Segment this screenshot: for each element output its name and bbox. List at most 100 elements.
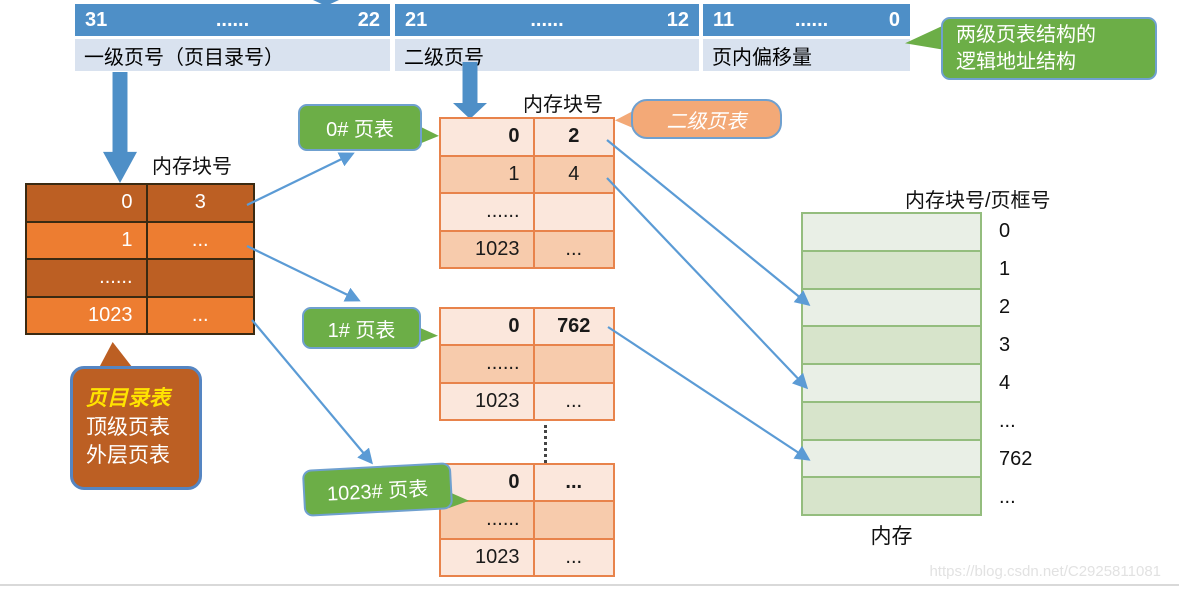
down-arrow-icon <box>103 72 137 183</box>
page-number-cell: ...... <box>441 194 535 230</box>
callout-title: 页目录表 <box>86 386 170 410</box>
memory-table <box>801 212 982 516</box>
page-number-cell: 1023 <box>27 297 148 333</box>
memory-row-label: 4 <box>999 371 1011 394</box>
table-row: 1023 ... <box>441 537 613 575</box>
bit-high: 11 <box>713 8 735 31</box>
block-number-cell <box>535 346 614 381</box>
block-number-cell: ... <box>565 545 583 568</box>
callout-tail-icon <box>418 327 438 343</box>
bit-field-section-2: 21 ...... 12 <box>395 4 699 36</box>
memory-row-label: 0 <box>999 219 1011 242</box>
memory-row <box>803 287 980 326</box>
page-table-1: 0 762 ...... 1023 ... <box>439 307 615 421</box>
block-number-cell <box>148 260 254 296</box>
ellipsis-dotted-line <box>544 425 547 463</box>
table-row: 0 2 <box>441 119 613 155</box>
bit-low: 0 <box>888 8 900 31</box>
memory-block-header: 内存块号 <box>152 156 232 178</box>
table-row: 1 ... <box>27 220 253 258</box>
connector-arrow-pt0r1-to-mem4 <box>606 177 809 390</box>
logical-address-callout: 两级页表结构的 逻辑地址结构 <box>941 17 1157 80</box>
second-level-page-table-callout: 二级页表 <box>631 99 782 139</box>
callout-tail-icon <box>98 342 134 369</box>
connector-arrow-dir1-to-pt1 <box>246 245 361 302</box>
callout-tail-icon <box>419 126 439 144</box>
table-row: 1023 ... <box>27 295 253 333</box>
page-number-cell: 1023 <box>441 539 535 575</box>
memory-row-label: ... <box>999 409 1016 432</box>
page-number-cell: ...... <box>441 502 535 538</box>
table-row: ...... <box>441 192 613 230</box>
block-number-cell: ... <box>565 471 583 494</box>
callout-line: 两级页表结构的 <box>956 23 1096 46</box>
table-row: ...... <box>441 344 614 382</box>
block-number-cell: 762 <box>557 315 591 338</box>
table-row: 0 ... <box>441 465 613 501</box>
field-label-text: 页内偏移量 <box>712 46 812 69</box>
field-label-level2: 二级页号 <box>395 39 699 71</box>
down-arrow-tip-icon <box>313 0 339 5</box>
field-label-level1: 一级页号（页目录号） <box>75 39 390 71</box>
page-directory-table: 0 3 1 ... ...... 1023 ... <box>25 183 255 335</box>
page-table-1-callout: 1# 页表 <box>302 307 421 349</box>
page-number-cell: 1023 <box>441 383 535 419</box>
memory-row <box>803 400 980 439</box>
page-number-cell: 0 <box>27 185 148 221</box>
block-number-cell: 3 <box>194 191 206 214</box>
memory-row <box>803 325 980 363</box>
memory-row-label: ... <box>999 485 1016 508</box>
callout-line: 外层页表 <box>86 444 170 468</box>
bit-dots: ...... <box>794 8 829 31</box>
bit-field-section-1: 31 ...... 22 <box>75 4 390 36</box>
block-number-cell: ... <box>191 228 209 251</box>
bit-high: 31 <box>85 8 108 31</box>
page-directory-callout: 页目录表 顶级页表 外层页表 <box>70 366 202 490</box>
bit-high: 21 <box>405 8 428 31</box>
page-table-1023-callout: 1023# 页表 <box>301 462 454 517</box>
table-row: 0 3 <box>27 185 253 221</box>
callout-line: 逻辑地址结构 <box>956 50 1076 73</box>
page-number-cell: 1023 <box>441 231 535 267</box>
watermark: https://blog.csdn.net/C2925811081 <box>929 563 1161 580</box>
table-row: 1 4 <box>441 154 613 192</box>
table-row: 1023 ... <box>441 381 613 419</box>
callout-line: 顶级页表 <box>86 415 170 439</box>
memory-row-label: 1 <box>999 257 1011 280</box>
memory-caption: 内存 <box>870 525 913 548</box>
connector-arrow-pt0r0-to-mem2 <box>606 139 811 306</box>
table-row: ...... <box>441 500 614 538</box>
bit-field-section-3: 11 ...... 0 <box>703 4 910 36</box>
block-number-cell <box>535 194 614 230</box>
bit-dots: ...... <box>215 8 250 31</box>
block-number-cell: ... <box>191 303 209 326</box>
page-number-cell: 1 <box>441 156 535 192</box>
page-table-0-callout: 0# 页表 <box>298 104 422 151</box>
memory-row <box>803 438 980 477</box>
page-number-cell: 0 <box>441 465 535 501</box>
memory-row-label: 762 <box>999 447 1033 470</box>
bit-dots: ...... <box>530 8 564 31</box>
page-number-cell: ...... <box>441 346 535 382</box>
bit-low: 12 <box>666 8 689 31</box>
memory-row <box>803 214 980 250</box>
block-number-cell <box>535 502 614 537</box>
field-label-offset: 页内偏移量 <box>703 39 910 71</box>
field-label-text: 一级页号（页目录号） <box>84 46 284 69</box>
table-row: 1023 ... <box>441 229 613 267</box>
memory-row-labels: 0 1 2 3 4 ... 762 ... <box>999 212 1032 516</box>
memory-row <box>803 249 980 288</box>
memory-block-header: 内存块号 <box>523 94 603 116</box>
memory-row <box>803 476 980 514</box>
block-number-cell: 2 <box>568 125 580 148</box>
block-number-cell: ... <box>565 389 583 412</box>
bit-low: 22 <box>357 8 380 31</box>
page-number-cell: ...... <box>27 260 148 296</box>
block-number-cell: ... <box>565 237 583 260</box>
page-number-cell: 1 <box>27 222 148 258</box>
memory-row <box>803 363 980 401</box>
memory-row-label: 2 <box>999 295 1011 318</box>
bottom-divider <box>0 584 1179 586</box>
block-number-cell: 4 <box>568 162 580 185</box>
